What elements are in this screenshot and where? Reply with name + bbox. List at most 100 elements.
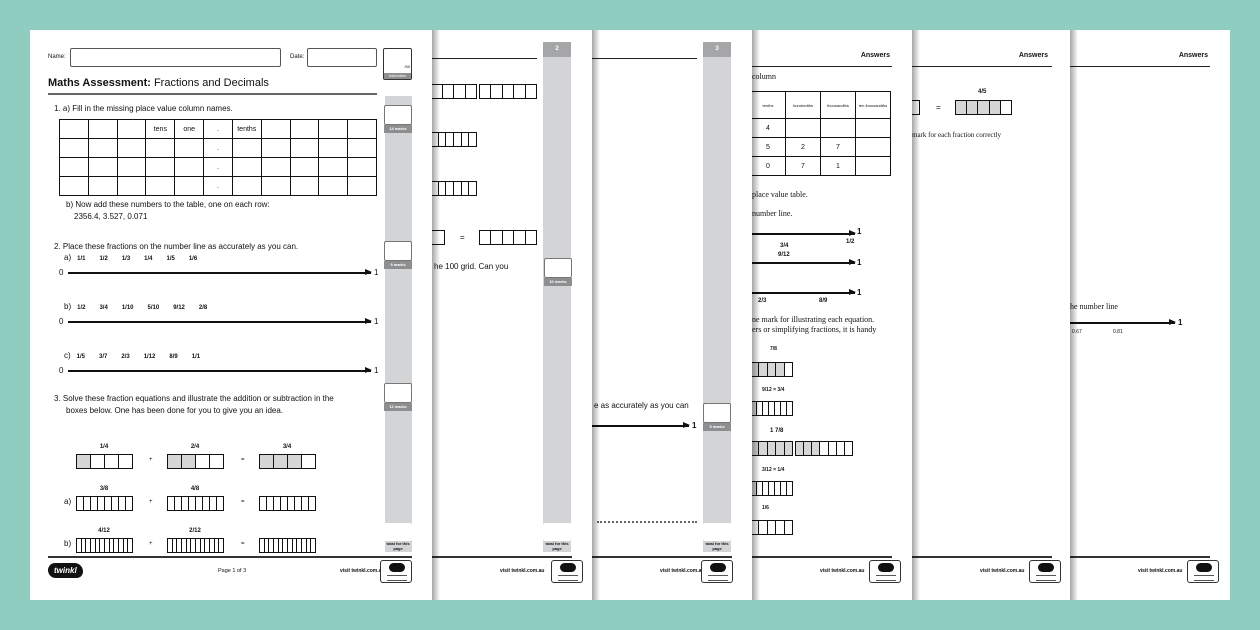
table-cell[interactable] (289, 138, 320, 158)
table-cell[interactable] (318, 157, 349, 177)
table-cell[interactable] (116, 176, 147, 196)
table-header-cell[interactable]: tens (145, 119, 176, 139)
fraction-bar-cell (210, 497, 217, 510)
fraction-bar-cell (829, 442, 837, 455)
marks-input[interactable] (544, 258, 572, 278)
table-header-cell[interactable]: . (203, 119, 233, 139)
table-cell[interactable] (174, 176, 205, 196)
fraction-bar-cell (189, 497, 196, 510)
number-line-start: 0 (59, 366, 64, 375)
table-cell[interactable] (116, 138, 147, 158)
table-cell[interactable] (145, 157, 176, 177)
fraction-bar-cell (978, 101, 990, 114)
table-cell[interactable] (347, 157, 377, 177)
fraction: 3/7 (99, 354, 108, 360)
name-field[interactable] (70, 48, 281, 67)
twinkl-badge-logo (380, 560, 412, 583)
table-header-cell[interactable]: one (174, 119, 205, 139)
fraction: 1/6 (188, 256, 198, 262)
table-cell[interactable] (231, 176, 262, 196)
table-header-cell[interactable] (289, 119, 320, 139)
table-header-cell[interactable] (59, 119, 89, 139)
marks-label: 5 marks (703, 423, 731, 431)
table-cell[interactable] (318, 176, 349, 196)
table-cell[interactable]: . (203, 157, 233, 177)
table-cell[interactable] (87, 138, 118, 158)
marks-input[interactable] (384, 105, 412, 125)
website-link[interactable]: visit twinkl.com.au (1138, 568, 1183, 574)
twinkl-logo: twinkl (48, 563, 83, 578)
fraction-bar-cell (775, 402, 781, 415)
marks-input[interactable] (703, 403, 731, 423)
website-link[interactable]: visit twinkl.com.au (500, 568, 545, 574)
fraction-bar-cell (845, 442, 852, 455)
total-marks-value: /50 (404, 64, 410, 69)
table-cell[interactable] (260, 138, 291, 158)
table-cell[interactable] (289, 176, 320, 196)
fraction-bar-cell (785, 363, 792, 376)
plus-sign: + (149, 499, 153, 505)
table-cell[interactable]: . (203, 176, 233, 196)
marks-input[interactable] (384, 383, 412, 403)
question-part-label: b) (64, 539, 72, 548)
table-cell[interactable] (116, 157, 147, 177)
answers-heading: Answers (1178, 52, 1208, 59)
fraction-bar-cell (462, 133, 470, 146)
table-cell[interactable] (231, 138, 262, 158)
table-cell[interactable] (289, 157, 320, 177)
twinkl-badge-logo (1187, 560, 1219, 583)
table-header-cell[interactable] (87, 119, 118, 139)
fraction-bar-cell (311, 539, 315, 552)
fraction-bar-cell (912, 101, 919, 114)
fraction: 1/2 (99, 256, 108, 262)
table-cell[interactable] (145, 176, 176, 196)
website-link[interactable]: visit twinkl.com.au (980, 568, 1025, 574)
table-cell[interactable] (59, 157, 89, 177)
table-cell[interactable] (174, 138, 205, 158)
table-header-cell[interactable] (347, 119, 377, 139)
worksheet-page-6: Answers he number line 1 0.67 0.81 visit… (1070, 30, 1230, 600)
page-total-input[interactable] (543, 523, 571, 541)
table-cell[interactable] (87, 157, 118, 177)
table-cell[interactable] (260, 157, 291, 177)
fraction-bar-cell (96, 539, 101, 552)
table-cell (820, 118, 856, 138)
table-cell[interactable] (347, 176, 377, 196)
table-cell[interactable] (59, 176, 89, 196)
table-cell[interactable] (318, 138, 349, 158)
table-cell[interactable] (59, 138, 89, 158)
page-total-input[interactable] (703, 523, 731, 541)
answer-fraction: 1/2 (846, 239, 855, 245)
fraction-bar-cell (820, 442, 829, 455)
page-tab: 3 (703, 42, 731, 57)
question-1b: b) Now add these numbers to the table, o… (66, 200, 270, 209)
website-link[interactable]: visit twinkl.com.au (820, 568, 865, 574)
page-total-input[interactable] (384, 523, 412, 541)
fraction-bar-cell (432, 231, 444, 244)
fraction-bar (167, 496, 224, 511)
table-cell[interactable] (87, 176, 118, 196)
fraction-bar-cell (175, 497, 182, 510)
table-cell[interactable] (174, 157, 205, 177)
table-cell[interactable] (347, 138, 377, 158)
logo-text: twinkl (54, 566, 77, 575)
marks-input[interactable] (384, 241, 412, 261)
date-field[interactable] (307, 48, 377, 67)
total-marks-box[interactable]: /50 total marks (383, 48, 412, 80)
fraction-bar-cell (105, 539, 110, 552)
table-header-cell[interactable] (318, 119, 349, 139)
answers-heading: Answers (860, 52, 890, 59)
number-line-end: 1 (692, 421, 697, 430)
table-cell[interactable] (231, 157, 262, 177)
website-link[interactable]: visit twinkl.com.au (340, 568, 385, 574)
fraction-bar-cell (514, 85, 526, 98)
table-header-cell[interactable] (260, 119, 291, 139)
table-cell[interactable]: . (203, 138, 233, 158)
fraction-bar-cell (124, 539, 129, 552)
fraction-bar (76, 496, 133, 511)
table-header-cell[interactable] (116, 119, 147, 139)
website-link[interactable]: visit twinkl.com.au (660, 568, 705, 574)
table-cell[interactable] (260, 176, 291, 196)
table-header-cell[interactable]: tenths (231, 119, 262, 139)
table-cell[interactable] (145, 138, 176, 158)
